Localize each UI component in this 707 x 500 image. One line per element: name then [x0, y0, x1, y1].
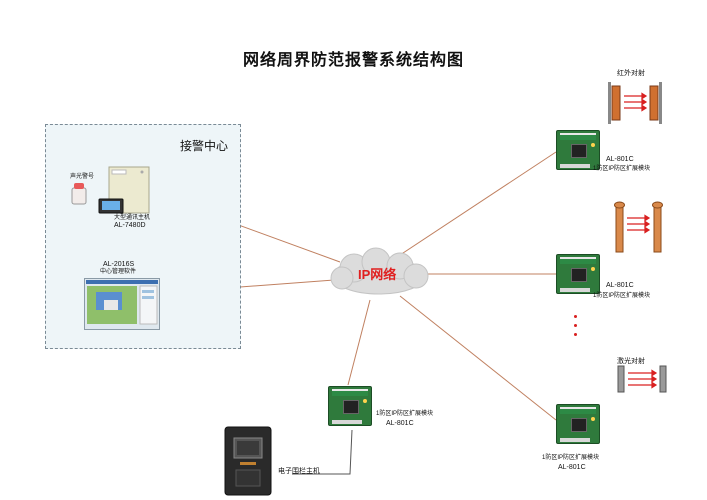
module-3-desc: 1防区IP防区扩展模块	[542, 455, 600, 461]
ip-network-label: IP网络	[358, 267, 397, 282]
laser-label: 激光对射	[617, 358, 645, 365]
module-board-1	[556, 130, 600, 170]
module-board-2	[556, 254, 600, 294]
diagram-title: 网络周界防范报警系统结构图	[242, 52, 464, 69]
link-module-1	[399, 151, 557, 256]
module-2-desc: 1防区IP防区扩展模块	[593, 293, 651, 299]
infrared-label: 红外对射	[617, 70, 645, 77]
module-1-desc: 1防区IP防区扩展模块	[593, 166, 651, 172]
siren-label: 声光警号	[70, 174, 95, 180]
bollard-beam-pair-icon	[614, 201, 663, 253]
link-module-4	[347, 299, 371, 386]
module-board-4	[328, 386, 372, 426]
host-model: AL-7480D	[114, 222, 146, 229]
module-board-3	[556, 404, 600, 444]
keypad-terminal-icon	[98, 198, 124, 214]
ip-network-cloud	[330, 247, 429, 295]
alarm-center-label: 接警中心	[180, 139, 229, 153]
software-desc: 中心管理软件	[100, 269, 137, 275]
more-modules-ellipsis	[574, 315, 578, 342]
link-module-3	[399, 295, 557, 421]
fence-host-unit	[224, 426, 272, 496]
infrared-beam-pair-icon	[608, 82, 662, 124]
module-3-model: AL-801C	[558, 464, 586, 471]
link-fence-host	[292, 429, 353, 475]
module-2-model: AL-801C	[606, 282, 634, 289]
software-model: AL-2016S	[103, 261, 135, 268]
software-screenshot	[84, 278, 160, 330]
laser-beam-pair-icon	[617, 365, 667, 393]
siren-icon	[71, 183, 87, 205]
module-4-desc: 1防区IP防区扩展模块	[376, 411, 434, 417]
module-4-model: AL-801C	[386, 420, 414, 427]
module-1-model: AL-801C	[606, 156, 634, 163]
fence-host-label: 电子围栏主机	[278, 468, 320, 475]
host-desc: 大型通讯主机	[114, 215, 151, 221]
